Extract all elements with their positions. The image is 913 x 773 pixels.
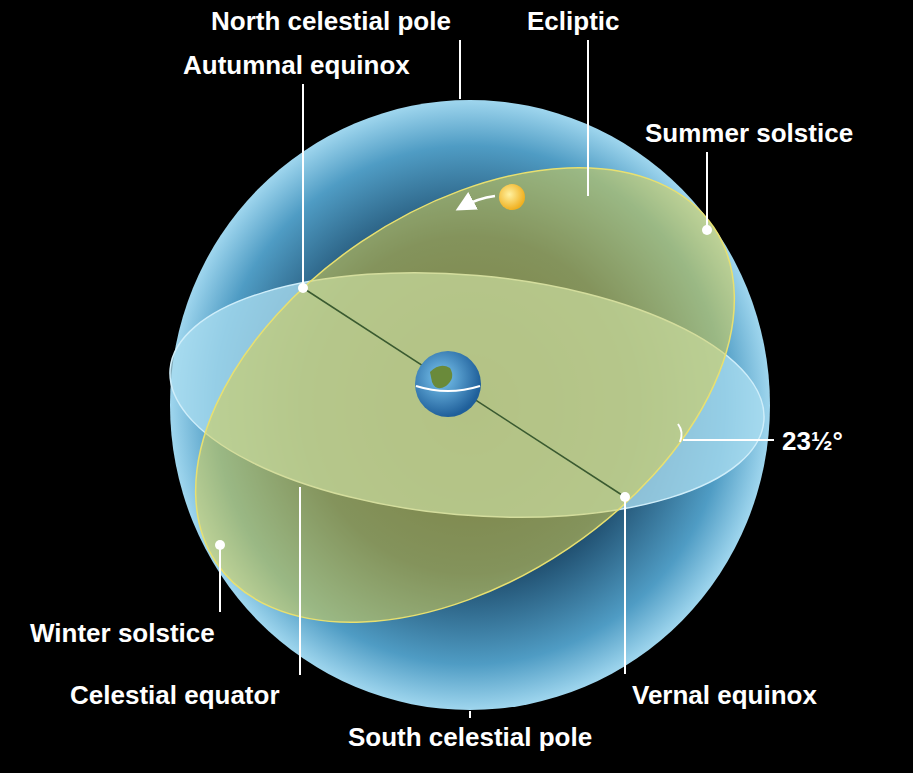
- point-label: Autumnal equinox: [183, 50, 410, 80]
- earth-equator: [416, 386, 480, 391]
- point-dot: [620, 492, 630, 502]
- leader-line: [459, 40, 461, 99]
- point-dot: [215, 540, 225, 550]
- point-dot: [702, 225, 712, 235]
- point-label: South celestial pole: [348, 722, 592, 752]
- leader-line: [624, 501, 626, 674]
- point-label: North celestial pole: [211, 6, 451, 36]
- equinox-line: [303, 288, 625, 497]
- leader-line: [469, 711, 471, 718]
- leader-line: [706, 152, 708, 226]
- angle-arc: [678, 424, 682, 442]
- earth-land: [430, 366, 452, 389]
- sun: [499, 184, 525, 210]
- point-label: Vernal equinox: [632, 680, 817, 710]
- leader-line: [587, 40, 589, 196]
- leader-line: [299, 487, 301, 675]
- leader-line: [302, 84, 304, 284]
- angle-leader: [683, 439, 774, 441]
- point-label: Summer solstice: [645, 118, 853, 148]
- point-markers: [215, 225, 712, 550]
- sun-motion-arrow: [460, 196, 495, 208]
- earth: [415, 351, 481, 417]
- point-label: Celestial equator: [70, 680, 280, 710]
- point-label: Winter solstice: [30, 618, 215, 648]
- ecliptic-plane: [113, 74, 817, 716]
- point-label: Ecliptic: [527, 6, 619, 36]
- point-dot: [298, 283, 308, 293]
- point-label: 23½°: [782, 426, 843, 456]
- leader-line: [219, 549, 221, 612]
